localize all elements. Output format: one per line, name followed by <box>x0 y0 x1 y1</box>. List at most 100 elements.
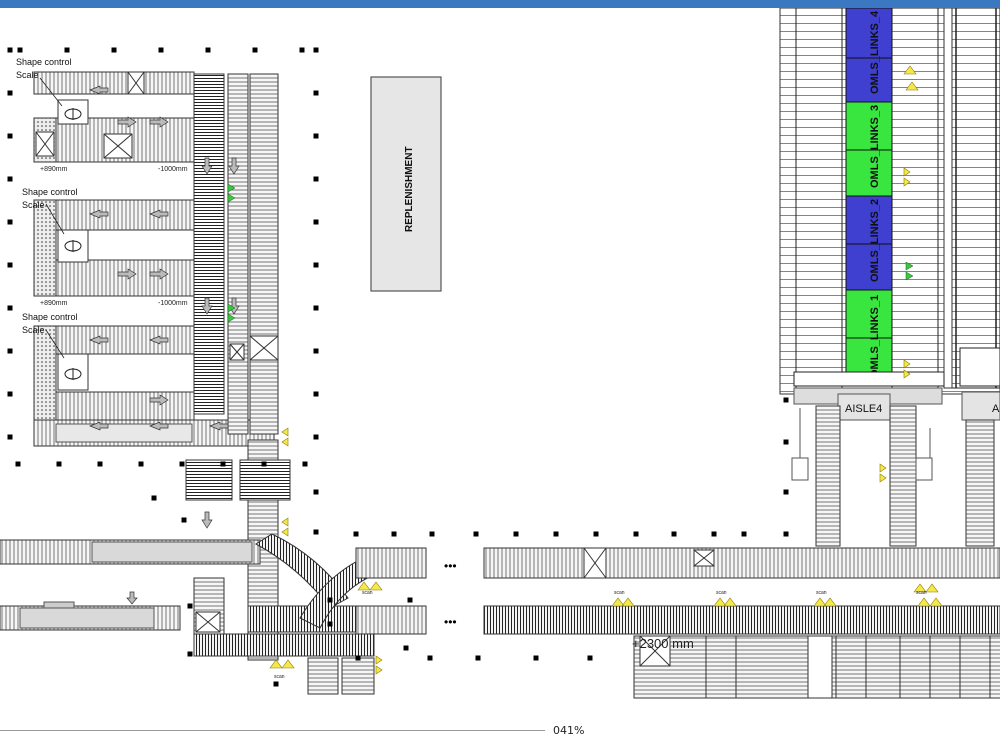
boundary-dot <box>313 391 319 397</box>
aisle-label: A <box>992 403 1000 415</box>
boundary-dot <box>313 176 319 182</box>
boundary-dot <box>151 495 157 501</box>
shape-control-label: Shape control <box>22 187 78 197</box>
boundary-dot <box>475 655 481 661</box>
boundary-dot <box>179 461 185 467</box>
boundary-dot <box>513 531 519 537</box>
scale-label: Scale <box>16 70 39 80</box>
boundary-dot <box>711 531 717 537</box>
boundary-dot <box>7 348 13 354</box>
aisle-4[interactable]: AISLE4 A <box>791 387 1000 547</box>
boundary-dot <box>391 531 397 537</box>
sensor-markers <box>269 65 943 675</box>
rack-segment-4 <box>845 8 893 103</box>
scale-icon <box>64 108 82 380</box>
scan-label: scan <box>274 674 285 680</box>
rack-label-links-1: OMLS_LINKS_1 <box>869 295 881 378</box>
boundary-dot <box>299 47 305 53</box>
lift-units[interactable] <box>185 459 291 639</box>
warehouse-layout-diagram[interactable]: Shape control Scale Shape control Scale … <box>0 8 1000 720</box>
rack-area[interactable]: OMLS_LINKS_4 OMLS_LINKS_3 OMLS_LINKS_2 O… <box>779 8 1000 395</box>
dimension-label: +890mm <box>40 166 68 173</box>
continuation-dots: ••• <box>444 615 457 629</box>
boundary-dot <box>327 621 333 627</box>
main-conveyor-lines[interactable] <box>355 547 1000 699</box>
boundary-dot <box>741 531 747 537</box>
rack-segment-3 <box>845 101 893 197</box>
boundary-dot <box>783 489 789 495</box>
boundary-dot <box>158 47 164 53</box>
boundary-dot <box>313 348 319 354</box>
boundary-markers <box>7 47 789 687</box>
boundary-dot <box>15 461 21 467</box>
boundary-dot <box>7 90 13 96</box>
boundary-dot <box>633 531 639 537</box>
boundary-dot <box>7 262 13 268</box>
left-feed-conveyors[interactable] <box>0 539 375 695</box>
boundary-dot <box>313 529 319 535</box>
continuation-dots: ••• <box>444 559 457 573</box>
rack-label-links-3: OMLS_LINKS_3 <box>869 105 881 188</box>
status-bar: 041% <box>0 720 1000 750</box>
boundary-dot <box>553 531 559 537</box>
dimension-label: -1000mm <box>158 300 188 307</box>
shape-control-station-2[interactable] <box>33 199 195 297</box>
boundary-dot <box>403 645 409 651</box>
boundary-dot <box>327 597 333 603</box>
boundary-dot <box>353 531 359 537</box>
boundary-dot <box>181 517 187 523</box>
boundary-dot <box>7 305 13 311</box>
rack-segment-2 <box>845 195 893 291</box>
boundary-dot <box>783 397 789 403</box>
scale-label: Scale <box>22 200 45 210</box>
boundary-dot <box>187 603 193 609</box>
boundary-dot <box>313 489 319 495</box>
boundary-dot <box>587 655 593 661</box>
zoom-level: 041% <box>553 724 585 737</box>
shape-control-label: Shape control <box>22 312 78 322</box>
boundary-dot <box>313 434 319 440</box>
boundary-dot <box>220 461 226 467</box>
boundary-dot <box>407 597 413 603</box>
boundary-dot <box>593 531 599 537</box>
window-title-bar <box>0 0 1000 8</box>
boundary-dot <box>111 47 117 53</box>
layout-canvas[interactable]: Shape control Scale Shape control Scale … <box>0 8 1000 720</box>
boundary-dot <box>97 461 103 467</box>
dimension-label: -1000mm <box>158 166 188 173</box>
boundary-dot <box>7 133 13 139</box>
boundary-dot <box>313 90 319 96</box>
boundary-dot <box>313 47 319 53</box>
scan-label: scan <box>362 590 373 596</box>
boundary-dot <box>313 262 319 268</box>
boundary-dot <box>205 47 211 53</box>
replenishment-zone[interactable]: REPLENISHMENT <box>370 76 442 292</box>
boundary-dot <box>427 655 433 661</box>
pick-station-conveyors[interactable] <box>705 635 991 699</box>
aisle-label: AISLE4 <box>845 403 882 415</box>
boundary-dot <box>355 655 361 661</box>
boundary-dot <box>313 219 319 225</box>
shape-control-station-1[interactable] <box>33 71 195 163</box>
boundary-dot <box>7 219 13 225</box>
rack-label-links-4: OMLS_LINKS_4 <box>869 10 881 94</box>
rack-label-links-2: OMLS_LINKS_2 <box>869 199 881 282</box>
dimension-label: +890mm <box>40 300 68 307</box>
boundary-dot <box>7 434 13 440</box>
boundary-dot <box>7 176 13 182</box>
scan-label: scan <box>816 590 827 596</box>
boundary-dot <box>783 531 789 537</box>
boundary-dot <box>302 461 308 467</box>
boundary-dot <box>138 461 144 467</box>
green-flow-markers <box>227 183 914 323</box>
rack-segment-1 <box>845 289 893 383</box>
boundary-dot <box>313 133 319 139</box>
boundary-dot <box>187 651 193 657</box>
boundary-dot <box>783 439 789 445</box>
scan-label: scan <box>716 590 727 596</box>
dimension-label: +2300 mm <box>632 636 694 651</box>
zoom-slider-track[interactable] <box>0 730 545 731</box>
boundary-dot <box>533 655 539 661</box>
boundary-dot <box>273 681 279 687</box>
boundary-dot <box>7 47 13 53</box>
